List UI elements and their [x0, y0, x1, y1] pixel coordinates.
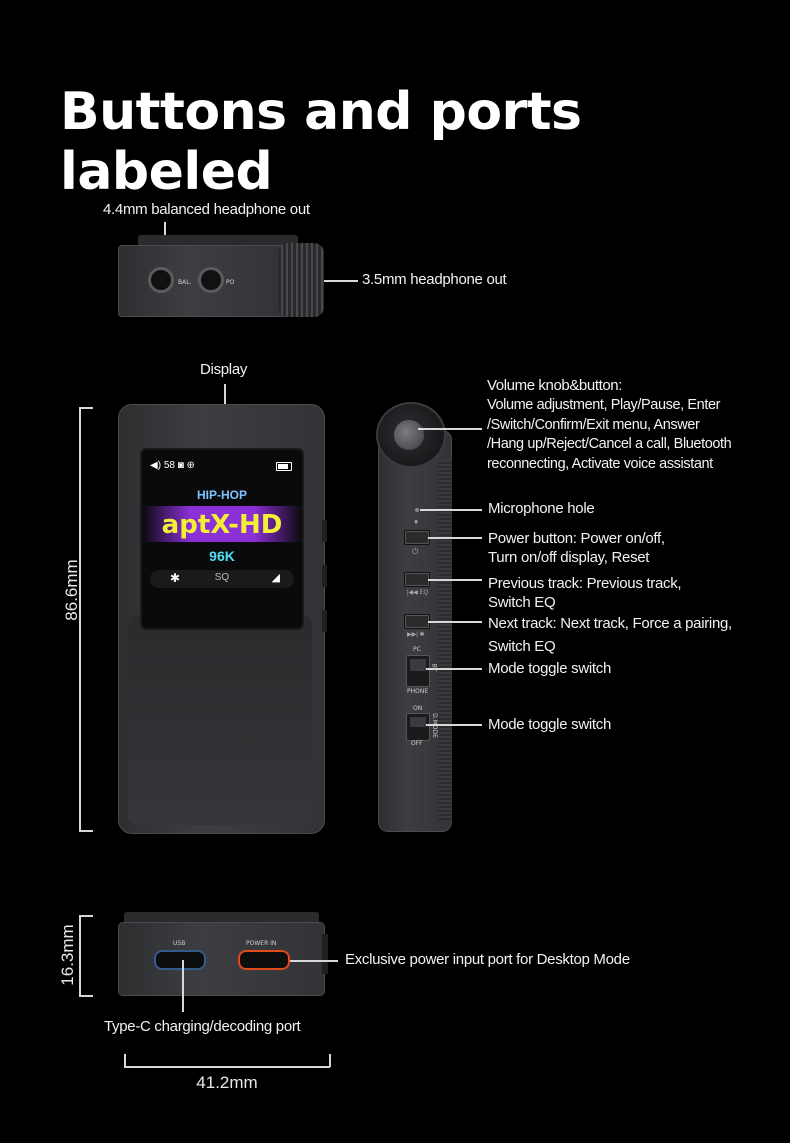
label-volume-line-2: /Switch/Confirm/Exit menu, Answer [487, 416, 700, 433]
label-mode-switch-1: Mode toggle switch [488, 660, 612, 677]
label-display: Display [200, 361, 248, 378]
bal-label: BAL. [178, 279, 192, 286]
switch2-side-label: D.MODE [430, 713, 438, 738]
screen-mode: SQ [214, 572, 230, 583]
power-button[interactable] [404, 530, 430, 545]
label-next-line-1: Next track: Next track, Force a pairing, [488, 615, 732, 632]
dim-height-cap-top [79, 407, 93, 409]
dim-width-line [124, 1066, 330, 1068]
next-icon: ▶▶| ✱ [407, 632, 425, 638]
bluetooth-icon: ✱ [170, 571, 181, 585]
label-next-line-2: Switch EQ [488, 638, 556, 655]
leader-mode2 [426, 724, 482, 726]
label-previous-line-2: Switch EQ [488, 594, 556, 611]
dim-thickness-cap-top [79, 915, 93, 917]
dimension-thickness: 16.3mm [58, 924, 77, 986]
label-35-out: 3.5mm headphone out [362, 271, 507, 288]
side-button-stub-2 [322, 565, 327, 587]
label-volume-line-1: Volume adjustment, Play/Pause, Enter [487, 397, 721, 413]
volume-knob-top [278, 243, 324, 317]
device-bottom-view: USB POWER IN [118, 912, 333, 1002]
device-side-view: ♦ ⏻ |◀◀ EQ ▶▶| ✱ PC BT PHONE ON D.MODE O… [374, 400, 459, 835]
dimension-height: 86.6mm [62, 559, 81, 621]
bottom-bezel [124, 912, 319, 924]
label-volume-line-4: reconnecting, Activate voice assistant [487, 455, 713, 472]
switch2-bottom-label: OFF [411, 740, 423, 747]
screen-rate: 96K [209, 548, 235, 564]
screen-bottom-bar [150, 570, 294, 588]
label-mic: Microphone hole [488, 500, 595, 517]
status-number: 58 [163, 460, 175, 471]
po-label: PO [226, 279, 235, 286]
codec-highlight [142, 506, 302, 542]
label-previous-line-1: Previous track: Previous track, [488, 575, 682, 592]
switch1-bottom-label: PHONE [407, 688, 429, 695]
leader-typec [182, 960, 184, 1012]
label-balanced-out: 4.4mm balanced headphone out [103, 201, 310, 218]
next-track-button[interactable] [404, 614, 430, 629]
switch1-top-label: PC [413, 646, 421, 653]
front-lower-panel [128, 615, 312, 825]
dimension-width: 41.2mm [196, 1073, 258, 1092]
label-power-in: Exclusive power input port for Desktop M… [345, 951, 630, 968]
page-title: Buttons and ports labeled [60, 82, 582, 202]
volume-knob-cap [394, 420, 424, 450]
power-icon: ⏻ [412, 547, 419, 556]
dim-thickness-line [79, 915, 81, 996]
device-front-view: ◀) 58 ◙ ⊕ HIP-HOP aptX-HD 96K ✱ SQ ◢ [118, 400, 333, 835]
side-button-stub-3 [322, 610, 327, 632]
dim-height-cap-bottom [79, 830, 93, 832]
label-volume-title: Volume knob&button: [487, 377, 623, 394]
usb-label: USB [173, 940, 186, 947]
screen-genre: HIP-HOP [196, 488, 247, 502]
screen-codec: aptX-HD [161, 510, 283, 540]
label-typec: Type-C charging/decoding port [104, 1018, 301, 1035]
bottom-side-stub [322, 934, 328, 974]
jack-35 [198, 267, 224, 293]
balanced-jack [148, 267, 174, 293]
label-power-line-2: Turn on/off display, Reset [488, 549, 650, 566]
dim-thickness-cap-bottom [79, 995, 93, 997]
display-screen: ◀) 58 ◙ ⊕ HIP-HOP aptX-HD 96K ✱ SQ ◢ [140, 448, 304, 630]
previous-icon: |◀◀ EQ [407, 590, 429, 596]
side-button-stub-1 [322, 520, 327, 542]
usb-c-port[interactable] [154, 950, 206, 970]
signal-icon: ◢ [271, 572, 280, 584]
label-power-line-1: Power button: Power on/off, [488, 530, 665, 547]
leader-power-in [290, 960, 338, 962]
leader-mode1 [426, 668, 482, 670]
label-mode-switch-2: Mode toggle switch [488, 716, 612, 733]
mode-switch-1[interactable] [406, 655, 430, 687]
previous-track-button[interactable] [404, 572, 430, 587]
dim-height-line [79, 407, 81, 831]
leader-volume [418, 428, 482, 430]
leader-next [428, 621, 482, 623]
dim-width-cap-right [329, 1054, 331, 1067]
battery-icon [276, 462, 292, 471]
speaker-icon: ◀) [150, 460, 162, 471]
leader-mic [420, 509, 482, 511]
power-in-label: POWER IN [246, 940, 277, 947]
dim-width-cap-left [124, 1054, 126, 1067]
mode-switch-2[interactable] [406, 713, 430, 741]
label-volume-line-3: /Hang up/Reject/Cancel a call, Bluetooth [487, 436, 732, 452]
leader-power [428, 537, 482, 539]
switch2-top-label: ON [413, 705, 423, 712]
status-icons: ◙ ⊕ [177, 460, 195, 471]
bottom-body [118, 922, 325, 996]
screen-status-bar: ◀) 58 ◙ ⊕ [150, 460, 195, 471]
power-in-port[interactable] [238, 950, 290, 970]
leader-previous [428, 579, 482, 581]
side-grip [438, 460, 452, 820]
device-top-view: BAL. PO [118, 235, 328, 320]
mic-icon: ♦ [414, 517, 419, 526]
mic-hole [415, 508, 419, 512]
